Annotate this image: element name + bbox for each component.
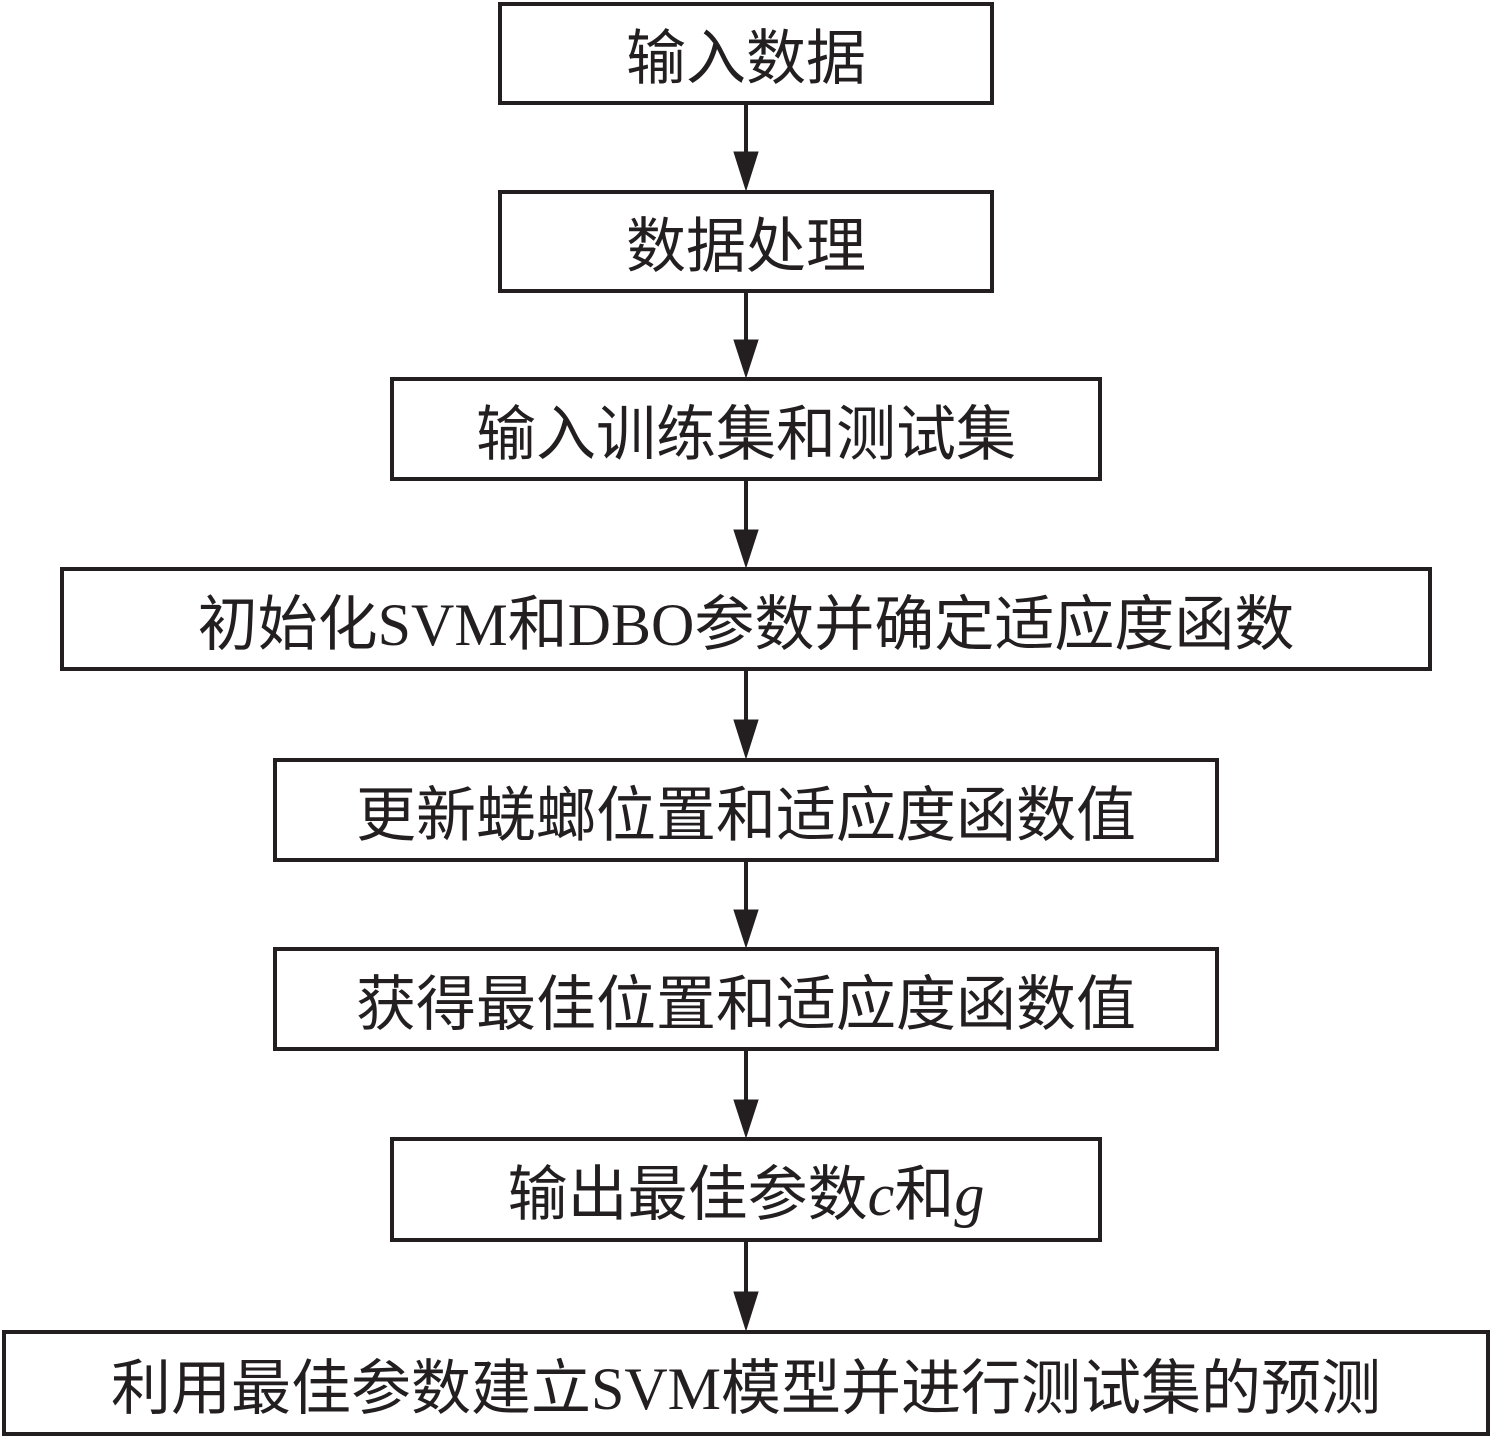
step-build-model-predict: 利用最佳参数建立SVM模型并进行测试集的预测 bbox=[2, 1330, 1490, 1436]
arrowhead-4-5 bbox=[733, 719, 759, 760]
step-data-processing: 数据处理 bbox=[498, 190, 994, 293]
param-g: g bbox=[954, 1162, 985, 1228]
step-label: 更新蜣螂位置和适应度函数值 bbox=[356, 782, 1136, 849]
step-initialize-params: 初始化SVM和DBO参数并确定适应度函数 bbox=[60, 567, 1432, 671]
arrowhead-7-8 bbox=[733, 1291, 759, 1332]
arrowhead-5-6 bbox=[733, 909, 759, 949]
step-label: 数据处理 bbox=[626, 214, 866, 280]
label-prefix: 输出最佳参数 bbox=[507, 1162, 868, 1228]
arrowhead-1-2 bbox=[733, 151, 759, 192]
step-label: 输入数据 bbox=[626, 26, 866, 92]
arrowhead-2-3 bbox=[733, 339, 759, 379]
step-update-positions: 更新蜣螂位置和适应度函数值 bbox=[273, 758, 1219, 862]
label-mid: 和 bbox=[894, 1162, 955, 1228]
step-label: 获得最佳位置和适应度函数值 bbox=[356, 971, 1136, 1038]
step-output-params: 输出最佳参数c和g bbox=[390, 1137, 1102, 1242]
step-label: 初始化SVM和DBO参数并确定适应度函数 bbox=[197, 591, 1295, 658]
param-c: c bbox=[867, 1162, 895, 1228]
step-input-train-test: 输入训练集和测试集 bbox=[390, 377, 1102, 481]
step-label: 利用最佳参数建立SVM模型并进行测试集的预测 bbox=[110, 1355, 1382, 1422]
arrowhead-6-7 bbox=[733, 1099, 759, 1139]
step-input-data: 输入数据 bbox=[498, 2, 994, 105]
step-label: 输入训练集和测试集 bbox=[476, 401, 1016, 468]
step-best-position: 获得最佳位置和适应度函数值 bbox=[273, 947, 1219, 1051]
step-label: 输出最佳参数c和g bbox=[508, 1146, 985, 1233]
arrowhead-3-4 bbox=[733, 529, 759, 569]
